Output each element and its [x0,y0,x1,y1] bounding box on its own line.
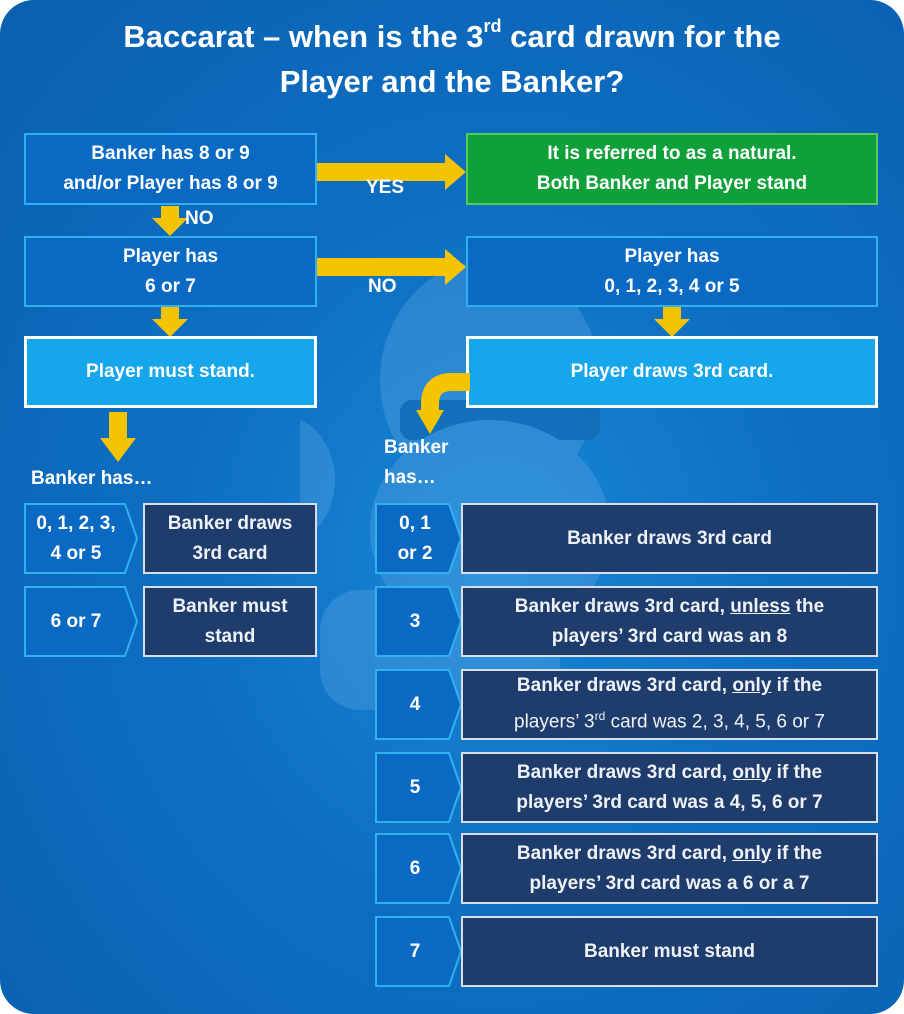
yes-label: YES [366,177,405,198]
player-must-stand-box: Player must stand. [24,336,317,408]
condition-chevron: 6 or 7 [24,586,139,657]
no-label-down: NO [185,208,214,229]
banker-result-box: Banker draws 3rd card, only if the playe… [461,669,878,740]
player-draws-box: Player draws 3rd card. [466,336,878,408]
banker-result-box: Banker draws 3rd card [461,503,878,574]
arrow-down-icon [100,412,136,462]
condition-chevron: 5 [375,752,463,823]
no-label-right: NO [368,276,397,297]
banker-result-box: Banker draws 3rd card, only if the playe… [461,752,878,823]
arrow-down-icon [152,307,188,337]
curved-arrow-icon [416,373,470,434]
banker-result-box: Banker draws 3rd card, only if the playe… [461,833,878,904]
arrow-right-icon [317,249,466,285]
arrow-right-icon [317,154,466,190]
arrow-down-icon [654,307,690,337]
condition-chevron: 7 [375,916,463,987]
page-title: Baccarat – when is the 3rd card drawn fo… [123,15,781,99]
arrow-down-icon [152,206,188,236]
banker-result-box: Banker must stand [461,916,878,987]
condition-chevron: 0, 1, 2, 3,4 or 5 [24,503,139,574]
banker-result-box: Banker draws 3rd card, unless the player… [461,586,878,657]
banker-has-label-left: Banker has… [31,468,153,489]
natural-result-box: It is referred to as a natural.Both Bank… [466,133,878,205]
condition-chevron: 4 [375,669,463,740]
condition-chevron: 6 [375,833,463,904]
banker-has-label-right: Banker has… [384,437,449,488]
condition-chevron: 3 [375,586,463,657]
